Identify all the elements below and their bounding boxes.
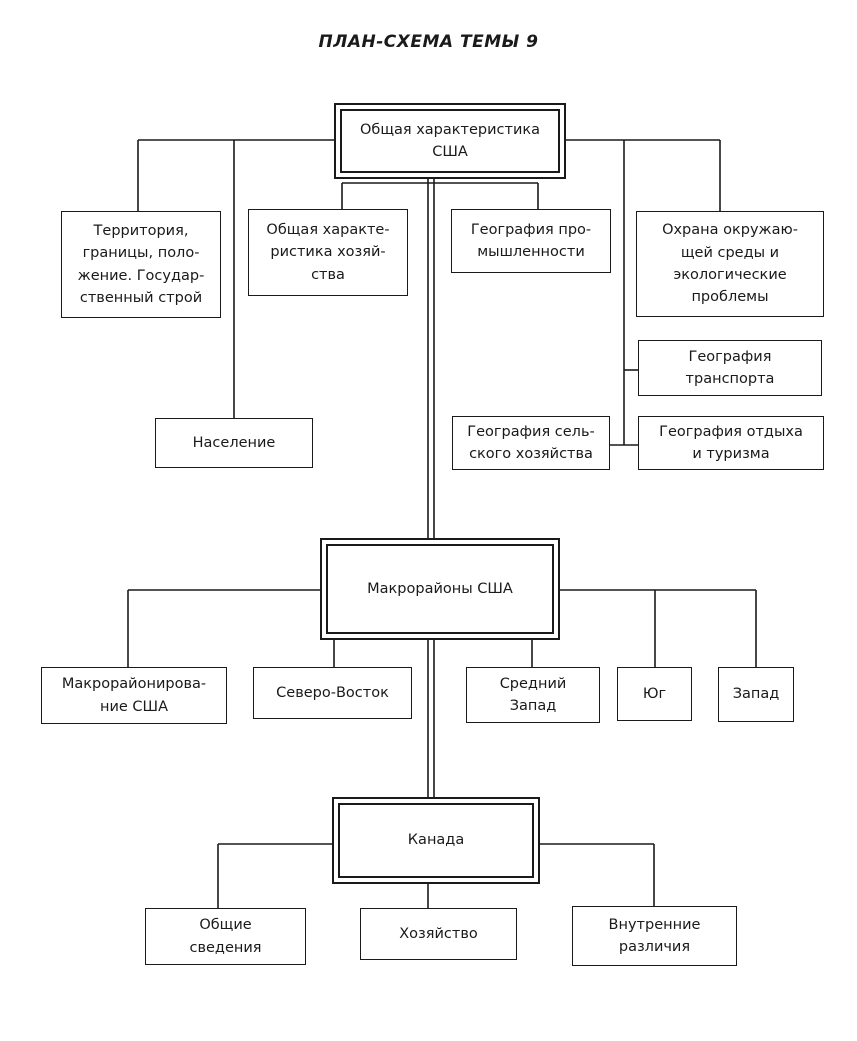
macroregion-west: Запад bbox=[718, 667, 794, 722]
topic-economy: Общая характе- ристика хозяй- ства bbox=[248, 209, 408, 296]
canada-box: Канада bbox=[332, 797, 540, 884]
usa-overview-box: Общая характеристика США bbox=[334, 103, 566, 179]
topic-tourism: География отдыха и туризма bbox=[638, 416, 824, 470]
topic-industry: География про- мышленности bbox=[451, 209, 611, 273]
topic-transport: География транспорта bbox=[638, 340, 822, 396]
macroregion-northeast: Северо-Восток bbox=[253, 667, 412, 719]
page-title: ПЛАН-СХЕМА ТЕМЫ 9 bbox=[318, 32, 539, 52]
macroregion-south: Юг bbox=[617, 667, 692, 721]
canada-general: Общие сведения bbox=[145, 908, 306, 965]
canada-differences: Внутренние различия bbox=[572, 906, 737, 966]
macroregions-box: Макрорайоны США bbox=[320, 538, 560, 640]
macroregion-midwest: Средний Запад bbox=[466, 667, 600, 723]
topic-environment: Охрана окружаю- щей среды и экологически… bbox=[636, 211, 824, 317]
macroregion-zoning: Макрорайонирова- ние США bbox=[41, 667, 227, 724]
canada-economy: Хозяйство bbox=[360, 908, 517, 960]
topic-agriculture: География сель- ского хозяйства bbox=[452, 416, 610, 470]
topic-territory: Территория, границы, поло- жение. Госуда… bbox=[61, 211, 221, 318]
topic-population: Население bbox=[155, 418, 313, 468]
